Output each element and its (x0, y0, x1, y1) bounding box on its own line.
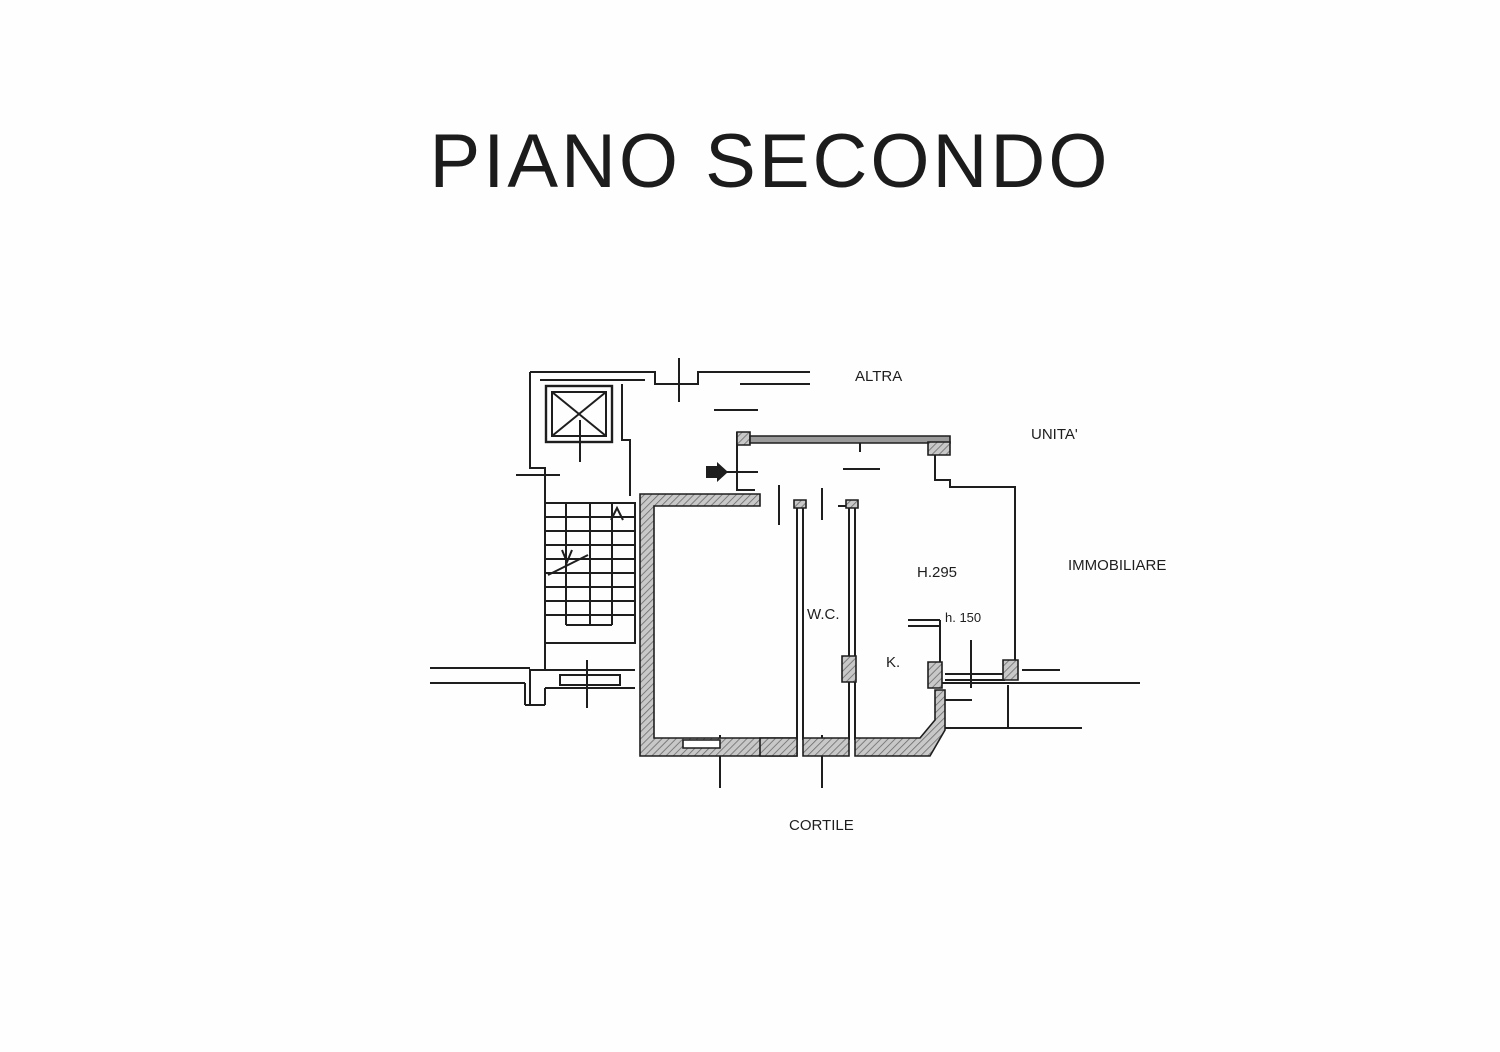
label-immobiliare: IMMOBILIARE (1068, 557, 1166, 574)
low-height-label: h. 150 (945, 610, 981, 625)
floor-title: PIANO SECONDO (429, 119, 1111, 204)
structural-walls (639, 431, 1019, 757)
north-wall (530, 371, 810, 385)
label-altra: ALTRA (855, 368, 902, 385)
kitchen-label: K. (886, 654, 900, 671)
entrance-arrow-icon (706, 462, 728, 482)
label-unita: UNITA' (1031, 426, 1078, 443)
wc-label: W.C. (807, 606, 840, 623)
courtyard-label: CORTILE (789, 817, 854, 834)
room-height-label: H.295 (917, 564, 957, 581)
stair-west-wall (529, 372, 546, 705)
building-walls (430, 358, 1140, 788)
staircase-icon (544, 502, 636, 644)
